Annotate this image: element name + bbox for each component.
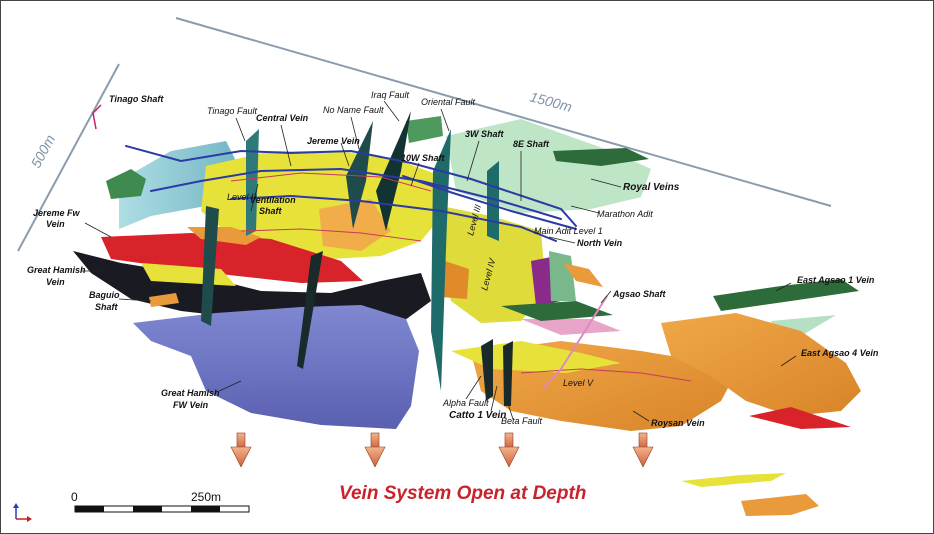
- label-level-v: Level V: [563, 378, 594, 388]
- label-great-hamish-fw-vein-2: FW Vein: [173, 400, 209, 410]
- east-agsao-4-vein-shape: [661, 313, 861, 416]
- label-jereme-fw-vein-2: Vein: [46, 219, 65, 229]
- label-10w-shaft: 10W Shaft: [401, 153, 446, 163]
- label-royal-veins: Royal Veins: [623, 182, 680, 193]
- label-oriental-fault: Oriental Fault: [421, 97, 476, 107]
- label-central-vein: Central Vein: [256, 113, 309, 123]
- arrow-3: [498, 432, 520, 468]
- tinago-fault-plane: [246, 129, 259, 236]
- orange-small-block: [563, 263, 603, 287]
- arrow-4: [632, 432, 654, 468]
- green-block-north: [406, 116, 443, 143]
- underground-workings: [125, 145, 577, 242]
- fault-plane-mid: [297, 251, 323, 369]
- no-name-fault-plane: [346, 121, 373, 229]
- fault-plane-left: [201, 206, 219, 326]
- label-great-hamish-vein-2: Vein: [46, 277, 65, 287]
- iraq-fault-plane: [376, 111, 411, 231]
- label-beta-fault: Beta Fault: [501, 416, 543, 426]
- label-iraq-fault: Iraq Fault: [371, 90, 410, 100]
- red-vein-lower-right: [749, 407, 851, 429]
- dip-dimension-label: 500m: [28, 132, 59, 171]
- label-jereme-fw-vein-1: Jereme Fw: [33, 208, 81, 218]
- strike-dimension-line: [175, 17, 832, 207]
- label-tinago-shaft: Tinago Shaft: [109, 94, 164, 104]
- strike-dimension-label: 1500m: [528, 88, 574, 115]
- scale-bar-start: 0: [71, 490, 78, 504]
- arrow-2: [364, 432, 386, 468]
- axis-orientation-icon: [13, 503, 32, 522]
- scale-bar: [74, 505, 250, 513]
- label-ventilation-shaft-2: Shaft: [259, 206, 283, 216]
- label-great-hamish-fw-vein-1: Great Hamish: [161, 388, 220, 398]
- dip-dimension-line: [17, 63, 120, 252]
- agsao-green-vein: [501, 301, 613, 321]
- level-iv-orange-block: [439, 259, 469, 299]
- label-baguio-shaft-2: Shaft: [95, 302, 119, 312]
- label-east-agsao-1-vein: East Agsao 1 Vein: [797, 275, 875, 285]
- label-ventilation-shaft-1: Ventilation: [250, 195, 296, 205]
- catto-yellow-vein: [451, 341, 621, 373]
- label-north-vein: North Vein: [577, 238, 623, 248]
- tinago-green-block: [106, 169, 146, 199]
- label-agsao-shaft: Agsao Shaft: [612, 289, 667, 299]
- yellow-vein-lower-right: [681, 473, 786, 487]
- label-great-hamish-vein-1: Great Hamish: [27, 265, 86, 275]
- oriental-fault-plane: [431, 129, 451, 391]
- level-workings-red: [230, 172, 692, 382]
- label-baguio-shaft-1: Baguio: [89, 290, 120, 300]
- label-main-adit-level1: Main Adit Level 1: [534, 226, 603, 236]
- tinago-shaft-line: [92, 104, 102, 130]
- label-alpha-fault: Alpha Fault: [442, 398, 489, 408]
- alpha-fault-plane: [481, 339, 493, 401]
- label-tinago-fault: Tinago Fault: [207, 106, 257, 116]
- east-agsao-1-vein-shape: [713, 279, 859, 311]
- jereme-fw-vein-shape: [101, 233, 363, 283]
- label-marathon-adit: Marathon Adit: [597, 209, 653, 219]
- baguio-orange-small: [149, 293, 179, 307]
- great-hamish-fw-vein-shape: [133, 305, 419, 429]
- headline-text: Vein System Open at Depth: [339, 483, 586, 504]
- beta-fault-plane: [503, 341, 513, 406]
- scale-bar-end: 250m: [191, 490, 221, 504]
- label-roysan-vein: Roysan Vein: [651, 418, 705, 428]
- arrow-1: [230, 432, 252, 468]
- label-catto-1-vein: Catto 1 Vein: [449, 410, 506, 421]
- central-vein-orange-patch: [319, 199, 391, 251]
- green-vein-mid: [549, 251, 576, 301]
- label-east-agsao-4-vein: East Agsao 4 Vein: [801, 348, 879, 358]
- label-8e-shaft: 8E Shaft: [513, 139, 550, 149]
- agsao-shaft-line: [542, 295, 608, 390]
- label-3w-shaft: 3W Shaft: [465, 129, 505, 139]
- royal-veins-dark-band: [553, 148, 649, 166]
- label-level-ii: Level II: [227, 192, 257, 202]
- leader-lines: [81, 100, 797, 422]
- agsao-pink-vein: [521, 319, 621, 335]
- label-jereme-vein: Jereme Vein: [307, 136, 360, 146]
- label-no-name-fault: No Name Fault: [323, 105, 384, 115]
- orange-vein-lower-right: [741, 494, 819, 516]
